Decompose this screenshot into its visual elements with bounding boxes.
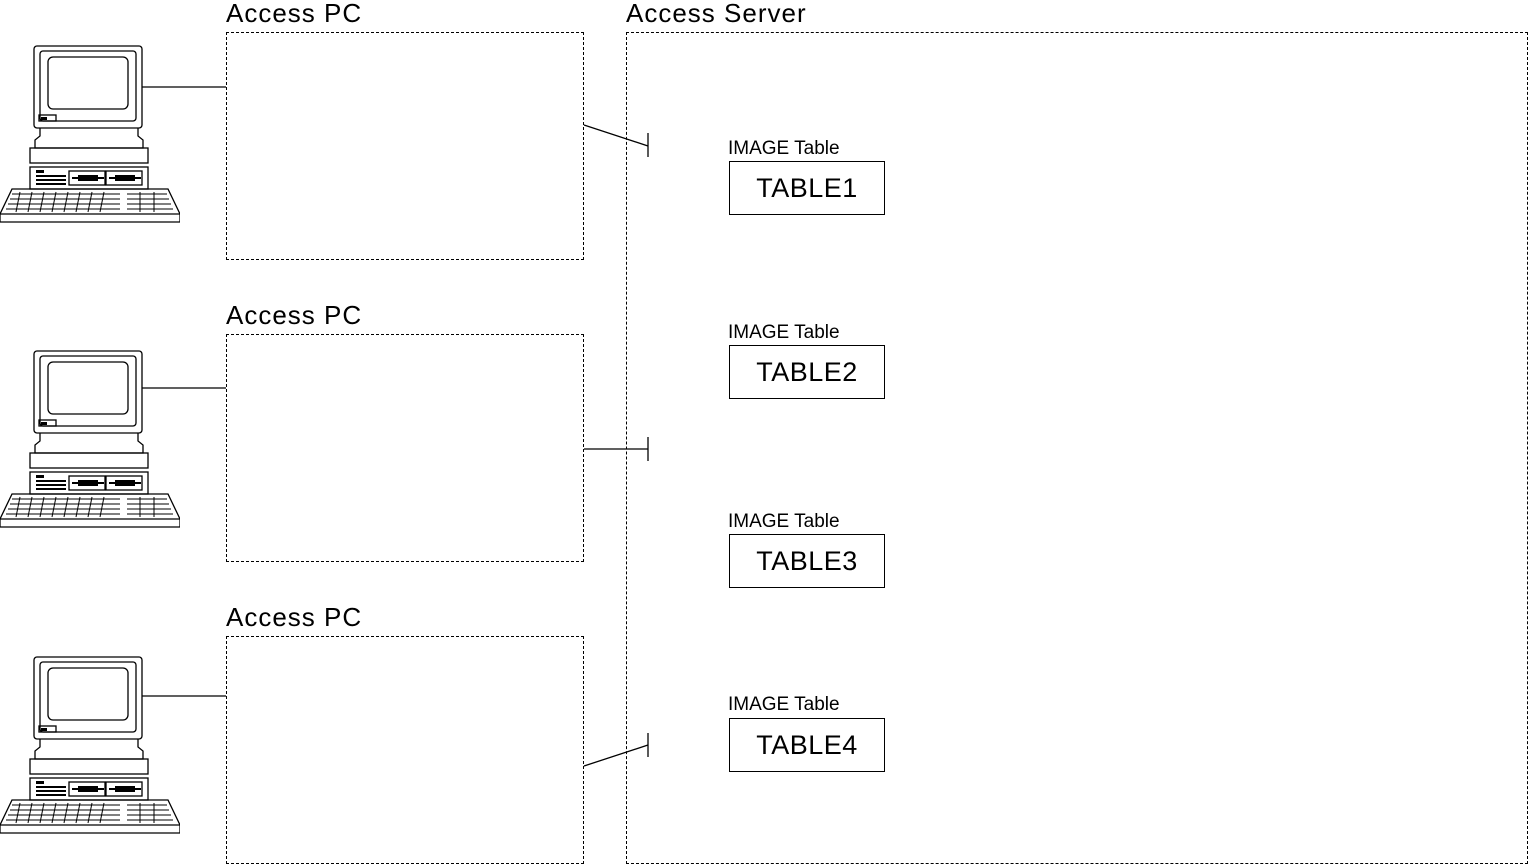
- access-pc-label-2: Access PC: [226, 300, 363, 330]
- server-link-3: [583, 744, 649, 767]
- access-pc-label-3: Access PC: [226, 602, 363, 632]
- access-pc-label-1: Access PC: [226, 0, 363, 28]
- image-table-caption-4: IMAGE Table: [728, 694, 840, 715]
- image-table-caption-1: IMAGE Table: [728, 138, 840, 159]
- desktop-computer-icon: [0, 350, 180, 528]
- image-table-caption-2: IMAGE Table: [728, 322, 840, 343]
- image-table-1: TABLE1: [729, 161, 885, 215]
- access-pc-box-2: [226, 334, 584, 562]
- access-pc-box-1: [226, 32, 584, 260]
- image-table-3: TABLE3: [729, 534, 885, 588]
- access-server-label: Access Server: [626, 0, 807, 28]
- server-link-1: [583, 124, 649, 147]
- desktop-computer-icon: [0, 656, 180, 834]
- image-table-4: TABLE4: [729, 718, 885, 772]
- desktop-computer-icon: [0, 45, 180, 223]
- image-table-caption-3: IMAGE Table: [728, 511, 840, 532]
- image-table-2: TABLE2: [729, 345, 885, 399]
